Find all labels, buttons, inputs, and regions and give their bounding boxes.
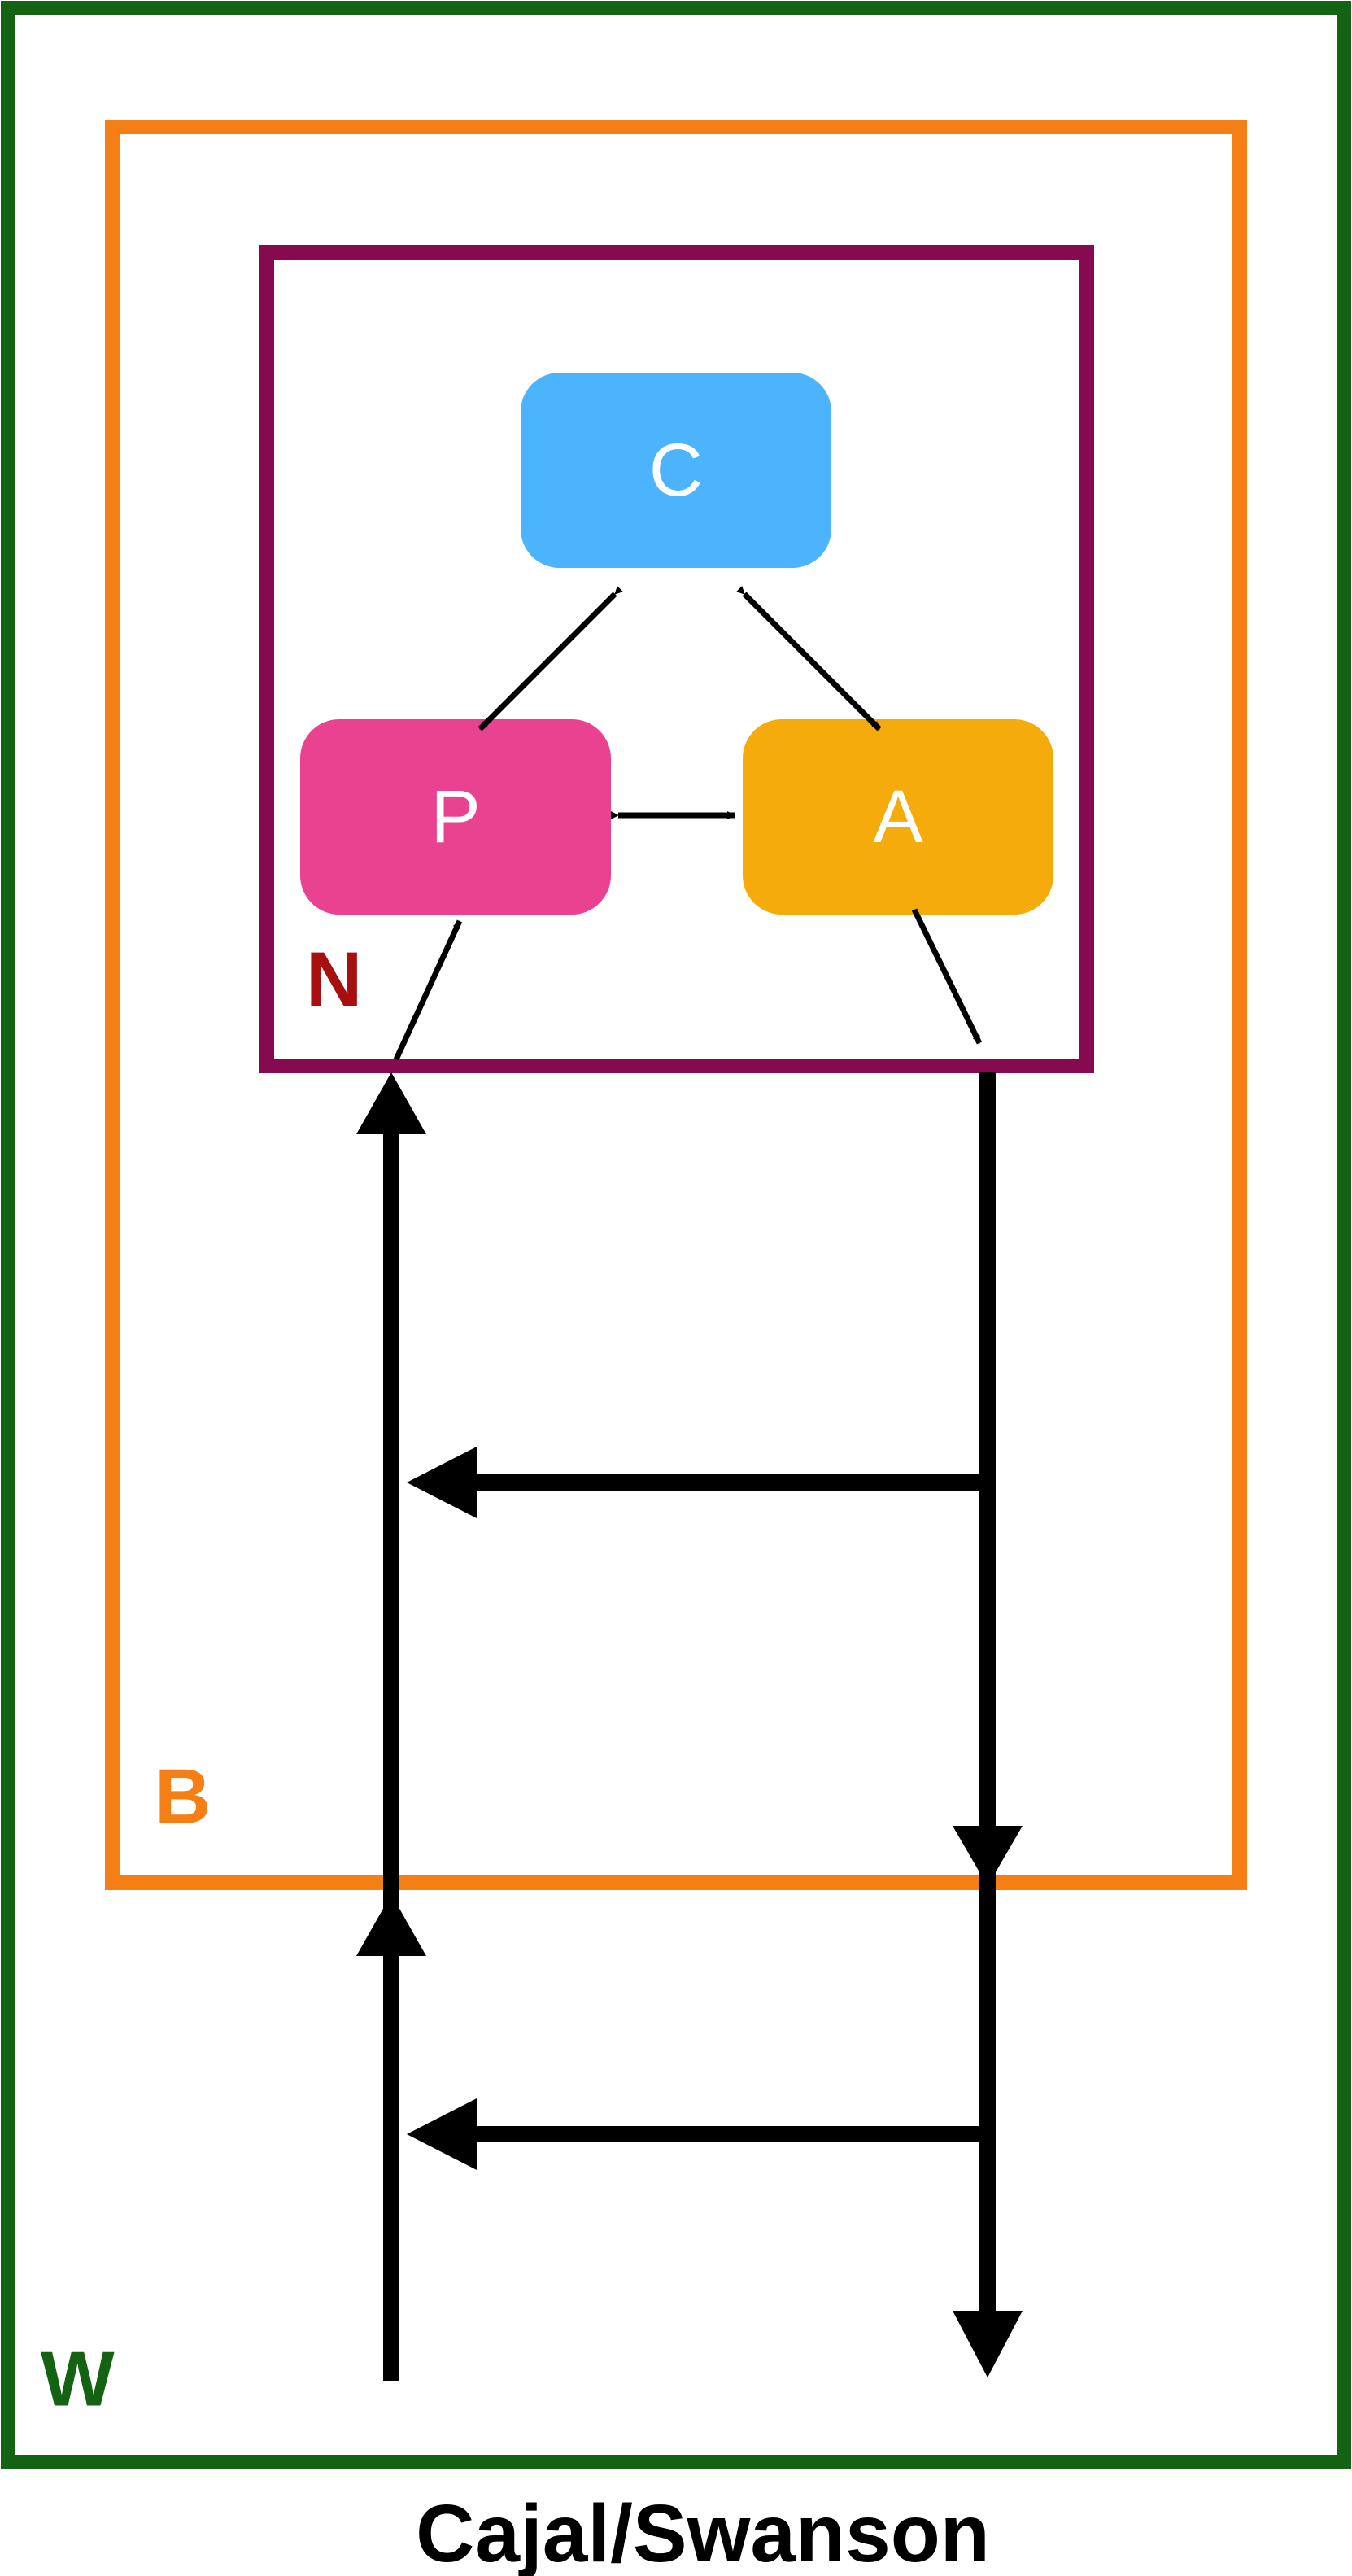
feedback-arrowhead-lower — [407, 2098, 477, 2170]
body-box — [105, 120, 1247, 1890]
input-to-sensory-arrow — [393, 919, 463, 1061]
world-box — [1, 1, 1351, 2469]
nervous-system-label: N — [306, 937, 362, 1024]
nervous-system-box — [259, 245, 1094, 1073]
body-label: B — [155, 1753, 211, 1840]
feedback-line-upper — [472, 1474, 988, 1491]
cerebrum-motor-arrow — [736, 586, 882, 731]
efferent-arrowhead-upper — [953, 1826, 1023, 1886]
sensory-node-label: P — [430, 775, 480, 858]
cerebrum-node — [521, 373, 831, 568]
feedback-arrowhead-upper — [407, 1447, 477, 1518]
cerebrum-sensory-arrow — [478, 586, 623, 731]
efferent-line — [979, 1072, 996, 2325]
motor-node — [743, 719, 1053, 915]
world-label: W — [41, 2336, 115, 2423]
efferent-arrowhead-lower — [953, 2311, 1023, 2377]
afferent-line — [383, 1123, 399, 2381]
afferent-arrowhead-lower — [356, 1894, 426, 1956]
afferent-arrowhead-upper — [356, 1072, 426, 1134]
sensory-node — [300, 719, 611, 915]
motor-node-label: A — [873, 775, 923, 858]
cerebrum-node-label: C — [649, 429, 703, 512]
diagram-caption: Cajal/Swanson — [416, 2488, 990, 2576]
motor-to-output-arrow — [911, 908, 983, 1045]
feedback-line-lower — [472, 2126, 988, 2142]
